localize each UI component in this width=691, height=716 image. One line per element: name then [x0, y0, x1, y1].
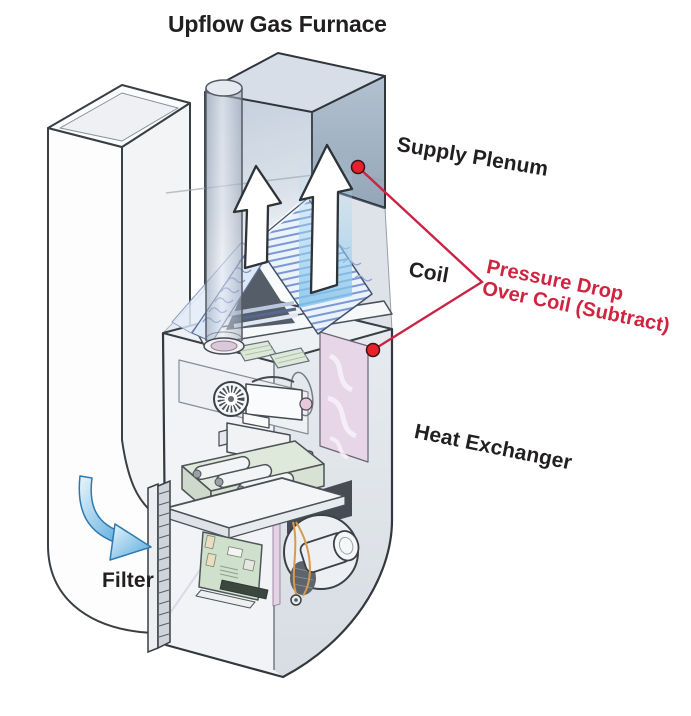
door-edge-strip — [272, 523, 281, 607]
flue-pipe — [203, 79, 245, 355]
wire-orange — [292, 521, 299, 599]
pressure-drop-callout — [350, 159, 484, 358]
return-duct — [47, 84, 191, 634]
deck-vents — [236, 340, 310, 369]
airflow-up-arrows-icon — [232, 143, 354, 295]
furnace-interior — [165, 331, 369, 609]
callout-dot-top — [350, 159, 366, 175]
wire-orange — [295, 521, 311, 597]
heat-exchanger-panel — [319, 331, 369, 463]
control-board — [195, 531, 269, 609]
filter-slot — [147, 479, 171, 654]
callout-dot-bottom — [365, 342, 381, 358]
diagram-title: Upflow Gas Furnace — [168, 11, 387, 37]
callout-lines — [357, 166, 484, 352]
label-filter: Filter — [102, 569, 154, 592]
inducer-motor — [213, 376, 313, 421]
blower-motor — [283, 514, 360, 606]
divider-shelf — [165, 477, 346, 539]
filter-arrow-icon — [78, 475, 152, 561]
